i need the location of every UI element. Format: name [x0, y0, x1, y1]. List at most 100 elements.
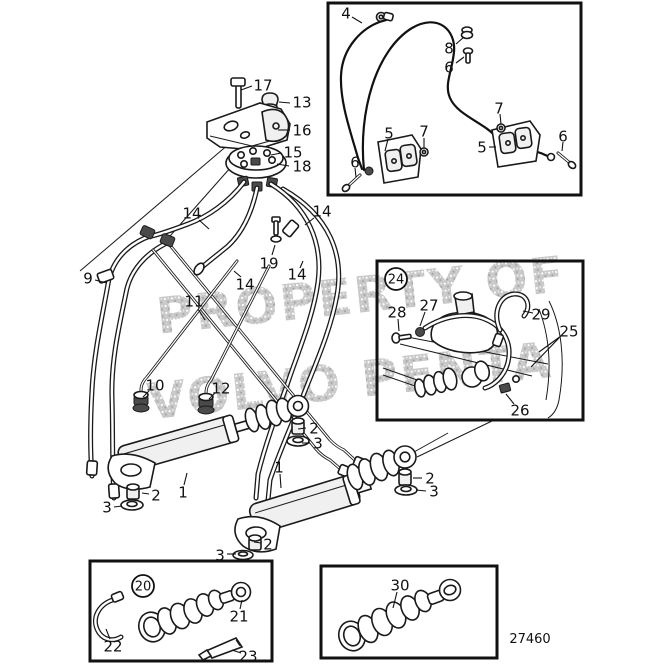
screw-6-right — [556, 151, 577, 170]
clip-set-left — [341, 134, 429, 193]
callout-leader — [278, 101, 291, 104]
callout-25: 25 — [559, 322, 578, 340]
callout-2: 2 — [309, 419, 319, 437]
callout-leader — [113, 505, 123, 508]
callout-8: 8 — [444, 39, 454, 57]
clamp-22 — [92, 590, 125, 643]
callout-leader — [530, 337, 560, 368]
transom-sketch — [382, 291, 563, 419]
callout-14: 14 — [287, 265, 306, 283]
drawing-number: 27460 — [509, 632, 550, 647]
callout-16: 16 — [292, 121, 311, 139]
callout-leader — [198, 219, 210, 230]
callout-leader — [499, 113, 502, 125]
bellows-30-part — [337, 578, 462, 652]
callout-26: 26 — [510, 401, 529, 419]
callout-leader — [455, 36, 465, 45]
bellows-left — [244, 397, 293, 433]
sealant-tube-23 — [197, 637, 244, 662]
callout-leader — [94, 279, 108, 284]
callout-28: 28 — [387, 303, 406, 321]
callout-leader — [419, 311, 426, 327]
inset-bellows-kit-20 — [88, 559, 274, 663]
callout-leader — [231, 649, 242, 654]
callout-6: 6 — [444, 58, 454, 76]
hose-clamp — [491, 332, 505, 348]
callout-15: 15 — [283, 143, 302, 161]
callout-leader — [561, 141, 564, 152]
callout-14: 14 — [182, 204, 201, 222]
callout-leader — [105, 628, 111, 640]
detail-pointer-line — [416, 420, 493, 458]
callout-leader — [384, 138, 389, 152]
callout-27: 27 — [419, 296, 438, 314]
screw-6-top — [462, 47, 474, 64]
callout-leader — [415, 489, 427, 492]
callout-12: 12 — [211, 379, 230, 397]
callout-3: 3 — [215, 546, 225, 564]
callout-leader — [538, 335, 562, 353]
nut-7-right — [496, 123, 506, 133]
callout-13: 13 — [292, 93, 311, 111]
callout-1: 1 — [274, 458, 284, 476]
callout-leader — [522, 310, 534, 314]
callout-leader — [239, 599, 243, 610]
callout-leader — [279, 473, 282, 489]
distributor-disc-15-18 — [225, 145, 287, 179]
fitting-26 — [498, 374, 520, 394]
callout-leader — [397, 318, 400, 332]
detail-pointer-line — [413, 432, 449, 453]
inset-bellows-30 — [319, 564, 499, 660]
callout-7: 7 — [419, 122, 429, 140]
callout-leader — [299, 260, 304, 269]
main-assembly — [79, 77, 493, 561]
inset-detail-24 — [375, 259, 585, 422]
callout-4: 4 — [341, 4, 351, 22]
callout-10: 10 — [145, 376, 164, 394]
steering-cylinder-right — [232, 445, 418, 561]
clip-set-right — [491, 120, 577, 170]
grommet-27 — [415, 327, 425, 337]
callout-9: 9 — [83, 269, 93, 287]
bolt-19 — [270, 216, 282, 243]
bolt-28 — [391, 332, 412, 344]
callout-3: 3 — [429, 482, 439, 500]
callout-leader — [141, 492, 150, 495]
callout-circle — [384, 267, 408, 291]
callout-leader — [354, 167, 357, 178]
callout-leader — [253, 541, 262, 544]
callout-leader — [208, 392, 216, 400]
callout-2: 2 — [263, 535, 273, 553]
callout-leader — [197, 308, 206, 321]
fittings-and-collars — [85, 219, 368, 499]
callout-17: 17 — [253, 76, 272, 94]
callout-24: 24 — [388, 273, 405, 288]
callout-leader — [276, 163, 290, 167]
callout-19: 19 — [259, 254, 278, 272]
callout-leader — [392, 591, 398, 609]
reference-line — [79, 137, 237, 272]
callout-3: 3 — [313, 434, 323, 452]
callout-leader — [142, 390, 150, 398]
callout-2: 2 — [425, 469, 435, 487]
callout-20: 20 — [135, 580, 152, 595]
callout-7: 7 — [494, 99, 504, 117]
callout-5: 5 — [477, 138, 487, 156]
callout-21: 21 — [229, 607, 248, 625]
callout-14: 14 — [235, 275, 254, 293]
nut-7-left — [419, 147, 429, 157]
callout-leader — [270, 152, 282, 156]
callout-18: 18 — [292, 157, 311, 175]
nut-8 — [460, 26, 474, 40]
steering-bracket-16 — [206, 102, 291, 151]
callout-30: 30 — [390, 576, 409, 594]
callout-22: 22 — [103, 637, 122, 655]
callout-6: 6 — [558, 127, 568, 145]
callout-circle — [131, 574, 155, 598]
screw-6-left — [341, 173, 362, 193]
callout-3: 3 — [102, 498, 112, 516]
callout-14: 14 — [312, 202, 331, 220]
callout-leader — [304, 217, 315, 226]
callout-leader — [240, 85, 253, 91]
